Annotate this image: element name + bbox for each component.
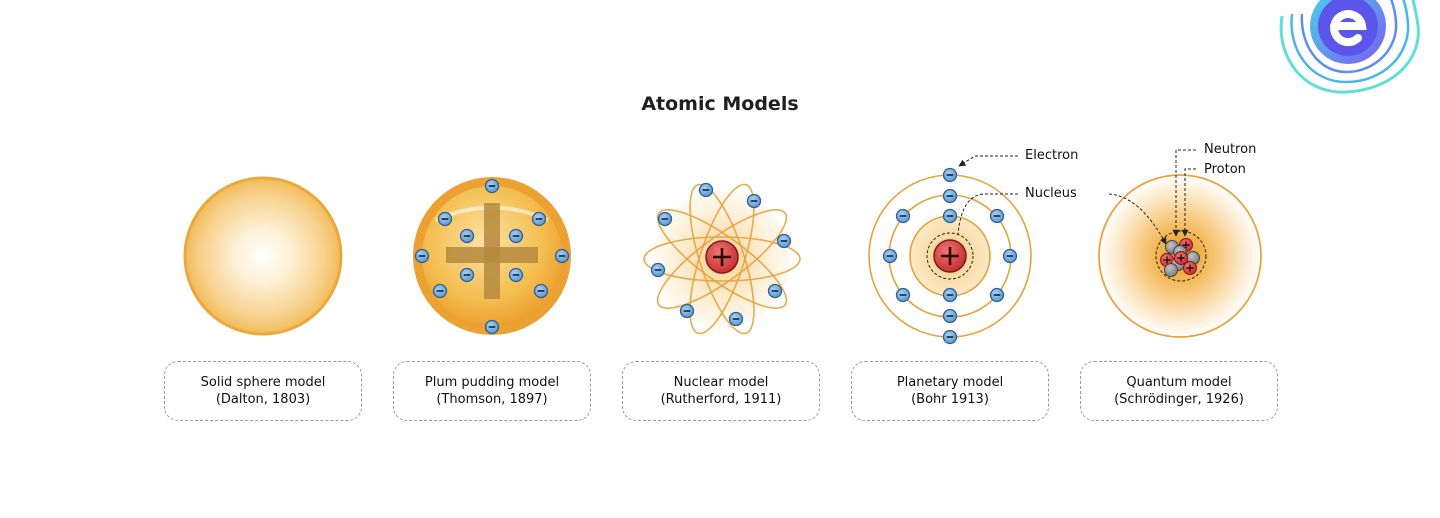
- electron: [776, 233, 792, 249]
- model-detail: (Bohr 1913): [911, 392, 989, 407]
- model-label-dalton: Solid sphere model (Dalton, 1803): [164, 361, 362, 421]
- nucleus-callout: Nucleus: [1025, 186, 1077, 201]
- electron: [989, 208, 1005, 224]
- electron: [650, 262, 666, 278]
- electron: [942, 208, 958, 224]
- electron: [942, 329, 958, 345]
- schrodinger-quantum: [1098, 174, 1262, 338]
- quantum-nucleus: [1160, 238, 1200, 277]
- electron: [746, 193, 762, 209]
- proton: [1174, 251, 1188, 265]
- proton: [1183, 261, 1197, 275]
- electron: [942, 167, 958, 183]
- electron: [657, 211, 673, 227]
- bohr-planetary: [868, 167, 1032, 345]
- model-name: Planetary model: [896, 375, 1004, 390]
- page-title: Atomic Models: [641, 93, 799, 115]
- callout-leaders: [957, 149, 1196, 245]
- electron: [459, 267, 475, 283]
- model-name: Solid sphere model: [200, 375, 326, 390]
- electron: [432, 283, 448, 299]
- electron: [531, 211, 547, 227]
- model-detail: (Dalton, 1803): [215, 392, 311, 407]
- brand-logo-icon: [1279, 0, 1420, 94]
- neutron: [1164, 263, 1178, 277]
- model-detail: (Thomson, 1897): [436, 392, 548, 407]
- model-label-quantum: Quantum model (Schrödinger, 1926): [1080, 361, 1278, 421]
- thomson-electrons: [414, 178, 570, 335]
- model-label-rutherford: Nuclear model (Rutherford, 1911): [622, 361, 820, 421]
- electron: [679, 303, 695, 319]
- electron: [437, 211, 453, 227]
- electron: [942, 287, 958, 303]
- model-name: Plum pudding model: [424, 375, 560, 390]
- electron: [554, 248, 570, 264]
- dalton-solid-sphere: [183, 176, 343, 336]
- rutherford-electrons: [650, 182, 792, 327]
- electron: [728, 311, 744, 327]
- electron: [484, 178, 500, 194]
- model-name: Nuclear model: [673, 375, 769, 390]
- electron: [882, 248, 898, 264]
- electron: [508, 267, 524, 283]
- electron: [484, 319, 500, 335]
- electron: [698, 182, 714, 198]
- electron: [533, 283, 549, 299]
- electron: [414, 248, 430, 264]
- electron: [1002, 248, 1018, 264]
- model-detail: (Rutherford, 1911): [660, 392, 782, 407]
- electron-callout: Electron: [1025, 148, 1079, 163]
- electron: [508, 228, 524, 244]
- model-label-bohr: Planetary model (Bohr 1913): [851, 361, 1049, 421]
- electron: [942, 188, 958, 204]
- electron: [459, 228, 475, 244]
- electron: [767, 283, 783, 299]
- rutherford-nucleus: [705, 240, 739, 274]
- electron: [895, 287, 911, 303]
- rutherford-nuclear: [643, 182, 801, 335]
- bohr-electrons: [882, 167, 1018, 345]
- model-label-thomson: Plum pudding model (Thomson, 1897): [393, 361, 591, 421]
- electron: [989, 287, 1005, 303]
- neutron-callout: Neutron: [1204, 142, 1257, 157]
- bohr-nucleus: [933, 239, 967, 273]
- model-name: Quantum model: [1126, 375, 1232, 390]
- thomson-plum-pudding: [413, 177, 571, 335]
- electron: [942, 308, 958, 324]
- proton-callout: Proton: [1204, 162, 1246, 177]
- electron: [895, 208, 911, 224]
- model-detail: (Schrödinger, 1926): [1114, 392, 1244, 407]
